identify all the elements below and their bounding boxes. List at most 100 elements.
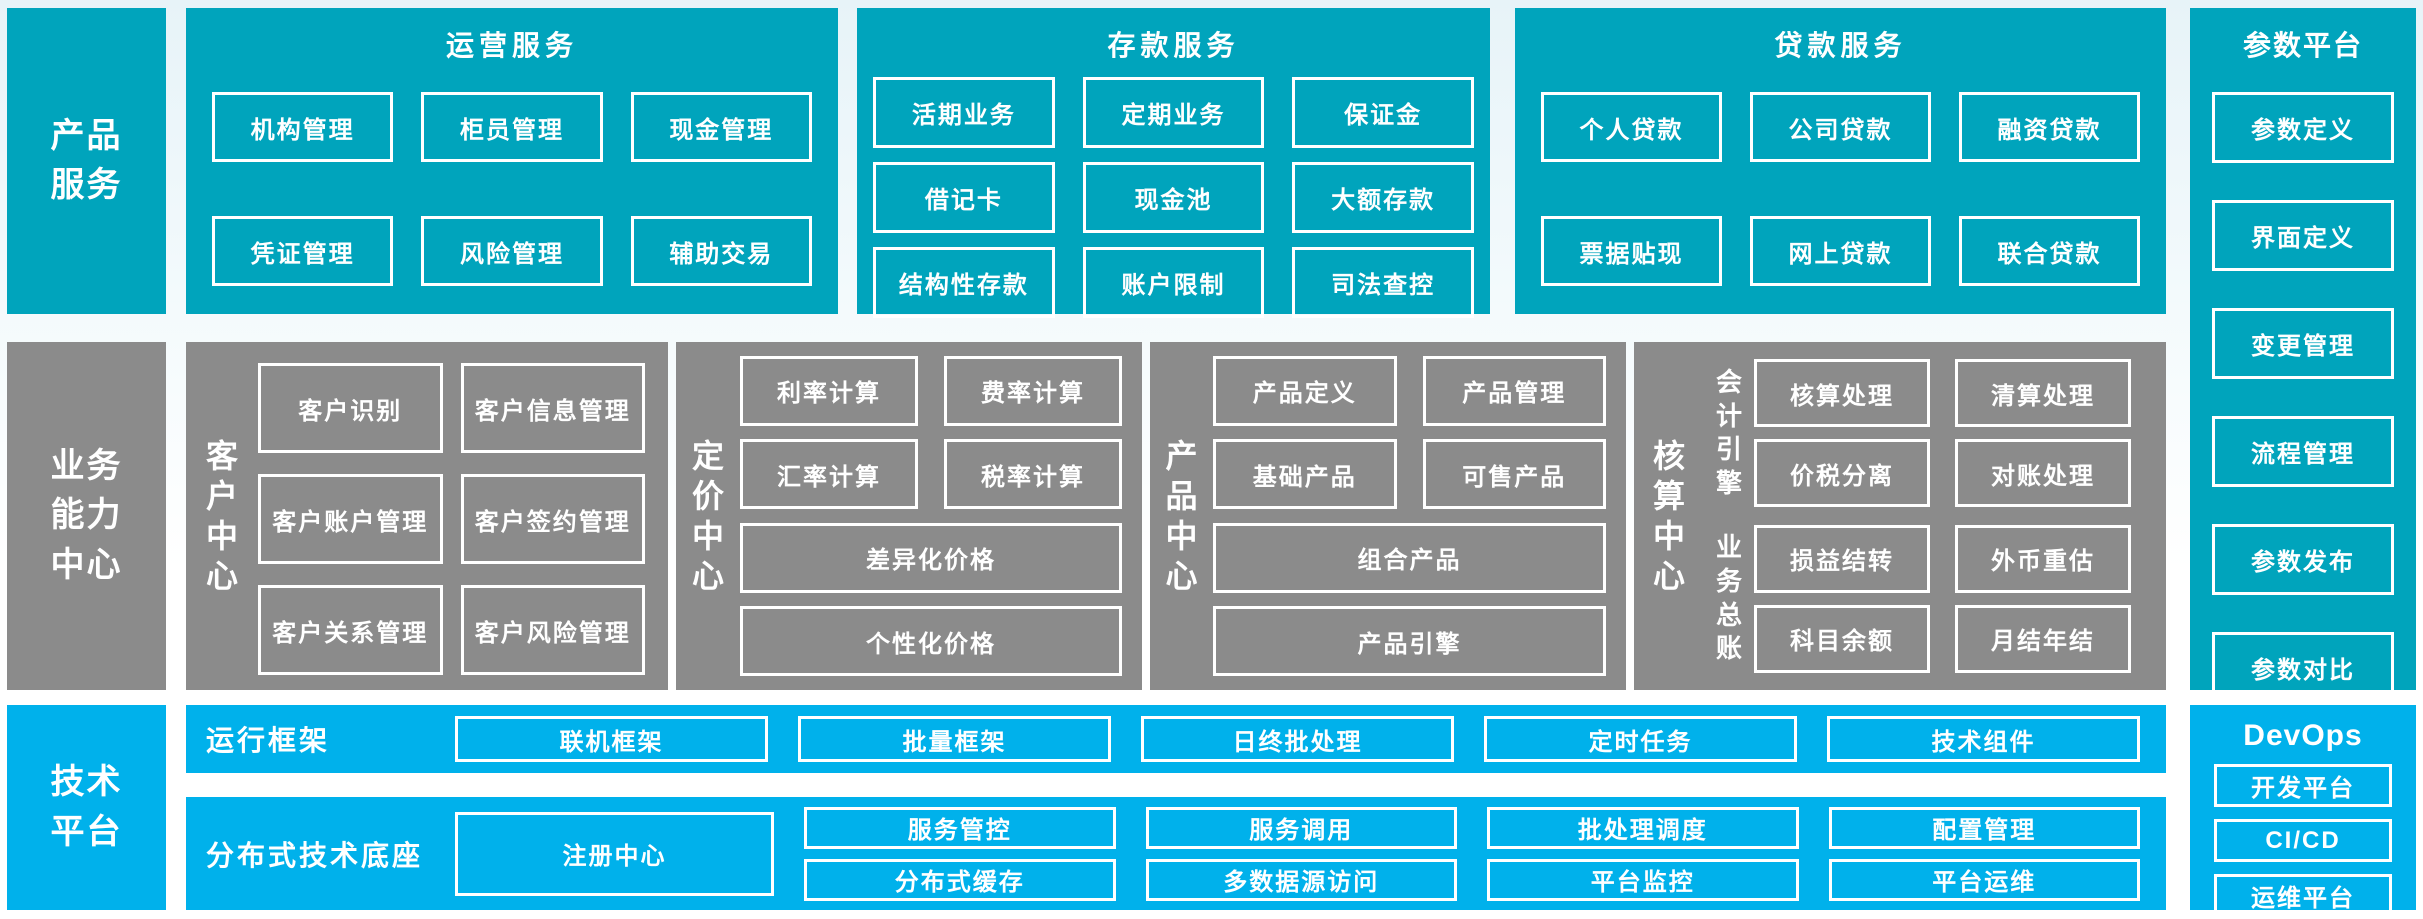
devops-list: 开发平台 CI/CD 运维平台	[2214, 764, 2392, 917]
diagram-node: 客户签约管理	[460, 474, 645, 564]
section-devops: DevOps 开发平台 CI/CD 运维平台	[2190, 705, 2416, 917]
section-title: 运营服务	[445, 30, 578, 61]
diagram-node: 辅助交易	[630, 216, 812, 286]
diagram-node: 借记卡	[873, 162, 1055, 233]
rail-tech-platform: 技术 平台	[7, 705, 166, 910]
diagram-node: 配置管理	[1828, 806, 2140, 849]
business-ledger-label: 业 务 总 账	[1715, 532, 1742, 664]
diagram-node: 对账处理	[1955, 439, 2131, 508]
deposit-grid: 活期业务 定期业务 保证金 借记卡 现金池 大额存款 结构性存款 账户限制 司法…	[873, 77, 1474, 318]
diagram-node: 利率计算	[740, 355, 918, 426]
diagram-node: 外币重估	[1955, 524, 2131, 593]
diagram-node: 科目余额	[1754, 604, 1930, 673]
diagram-node: 客户账户管理	[258, 474, 443, 564]
accounting-stack: 会 计 引 擎 核算处理 清算处理 价税分离 对账处理 业 务 总 账 损益结转…	[1704, 342, 2131, 690]
diagram-node: 账户限制	[1082, 247, 1265, 318]
center-pricing-label: 定 价 中 心	[691, 438, 724, 594]
diagram-node: 参数对比	[2212, 632, 2394, 703]
diagram-node: 保证金	[1292, 77, 1474, 148]
section-operations-services: 运营服务 机构管理 柜员管理 现金管理 凭证管理 风险管理 辅助交易	[186, 8, 838, 314]
diagram-node: 开发平台	[2214, 764, 2392, 807]
center-customer-label: 客 户 中 心	[205, 438, 238, 594]
diagram-node: 费率计算	[944, 355, 1122, 426]
diagram-node: 风险管理	[421, 216, 603, 286]
diagram-node: 批量框架	[798, 716, 1111, 762]
diagram-node: 参数定义	[2212, 92, 2394, 163]
diagram-node: 司法查控	[1292, 247, 1474, 318]
rail-tech-platform-label: 技术 平台	[50, 763, 123, 851]
diagram-node: 服务调用	[1145, 806, 1457, 849]
diagram-node: 平台运维	[1828, 858, 2140, 901]
center-customer: 客 户 中 心 客户识别 客户信息管理 客户账户管理 客户签约管理 客户关系管理…	[186, 342, 668, 690]
devops-title: DevOps	[2243, 719, 2363, 752]
rail-business-capability-center: 业务 能力 中心	[7, 342, 166, 690]
diagram-node: 现金池	[1082, 162, 1265, 233]
distributed-grid: 服务管控 服务调用 批处理调度 配置管理 分布式缓存 多数据源访问 平台监控 平…	[804, 806, 2140, 901]
diagram-node: 凭证管理	[212, 216, 394, 286]
customer-grid: 客户识别 客户信息管理 客户账户管理 客户签约管理 客户关系管理 客户风险管理	[258, 363, 645, 690]
diagram-node: 客户识别	[258, 363, 443, 453]
diagram-node: 批处理调度	[1487, 806, 1799, 849]
diagram-node: 变更管理	[2212, 308, 2394, 379]
diagram-node: 柜员管理	[421, 92, 603, 162]
diagram-node: 多数据源访问	[1145, 858, 1457, 901]
section-title: 存款服务	[1107, 30, 1240, 61]
diagram-node: 公司贷款	[1750, 92, 1931, 162]
diagram-node: 客户信息管理	[460, 363, 645, 453]
runtime-boxes: 联机框架 批量框架 日终批处理 定时任务 技术组件	[455, 716, 2140, 762]
section-loan-services: 贷款服务 个人贷款 公司贷款 融资贷款 票据贴现 网上贷款 联合贷款	[1515, 8, 2166, 314]
diagram-node: 平台监控	[1487, 858, 1799, 901]
row-runtime-framework: 运行框架 联机框架 批量框架 日终批处理 定时任务 技术组件	[186, 705, 2166, 773]
diagram-node: 个性化价格	[740, 606, 1122, 677]
row-distributed-base: 分布式技术底座 注册中心 服务管控 服务调用 批处理调度 配置管理 分布式缓存 …	[186, 797, 2166, 910]
operations-grid: 机构管理 柜员管理 现金管理 凭证管理 风险管理 辅助交易	[212, 92, 812, 286]
distributed-base-label: 分布式技术底座	[206, 839, 424, 871]
diagram-node: 技术组件	[1827, 716, 2140, 762]
diagram-node: 界面定义	[2212, 200, 2394, 271]
diagram-node: 融资贷款	[1959, 92, 2140, 162]
registry-center-node: 注册中心	[455, 811, 774, 896]
center-pricing: 定 价 中 心 利率计算 费率计算 汇率计算 税率计算 差异化价格 个性化价格	[676, 342, 1142, 690]
diagram-node: 产品定义	[1213, 355, 1397, 426]
runtime-framework-label: 运行框架	[206, 725, 331, 756]
business-ledger-group: 业 务 总 账 损益结转 外币重估 科目余额 月结年结	[1704, 524, 2131, 673]
section-title: 贷款服务	[1774, 30, 1907, 61]
center-product: 产 品 中 心 产品定义 产品管理 基础产品 可售产品 组合产品 产品引擎	[1150, 342, 1626, 690]
diagram-node: 差异化价格	[740, 522, 1122, 593]
section-title: 参数平台	[2242, 30, 2363, 61]
diagram-node: 客户风险管理	[460, 585, 645, 675]
section-parameter-platform: 参数平台 参数定义 界面定义 变更管理 流程管理 参数发布 参数对比	[2190, 8, 2416, 703]
diagram-node: 可售产品	[1422, 439, 1606, 510]
diagram-node: 日终批处理	[1141, 716, 1454, 762]
diagram-node: 税率计算	[944, 439, 1122, 510]
accounting-engine-label: 会 计 引 擎	[1715, 366, 1742, 499]
diagram-node: 产品管理	[1422, 355, 1606, 426]
center-accounting: 核 算 中 心 会 计 引 擎 核算处理 清算处理 价税分离 对账处理 业 务 …	[1634, 342, 2166, 690]
diagram-node: 基础产品	[1213, 439, 1397, 510]
diagram-node: CI/CD	[2214, 819, 2392, 862]
diagram-node: 运维平台	[2214, 874, 2392, 917]
diagram-node: 定时任务	[1484, 716, 1797, 762]
diagram-node: 服务管控	[804, 806, 1116, 849]
diagram-node: 定期业务	[1082, 77, 1265, 148]
diagram-node: 结构性存款	[873, 247, 1055, 318]
diagram-node: 联合贷款	[1959, 216, 2140, 286]
pricing-stack: 利率计算 费率计算 汇率计算 税率计算 差异化价格 个性化价格	[740, 342, 1122, 690]
diagram-node: 网上贷款	[1750, 216, 1931, 286]
rail-product-services: 产品 服务	[7, 8, 166, 314]
diagram-node: 汇率计算	[740, 439, 918, 510]
diagram-node: 损益结转	[1754, 524, 1930, 593]
center-product-label: 产 品 中 心	[1165, 438, 1198, 594]
rail-business-capability-label: 业务 能力 中心	[50, 447, 123, 584]
diagram-node: 组合产品	[1213, 522, 1606, 593]
diagram-node: 核算处理	[1754, 359, 1930, 428]
diagram-node: 流程管理	[2212, 416, 2394, 487]
diagram-node: 月结年结	[1955, 604, 2131, 673]
rail-product-services-label: 产品 服务	[50, 116, 123, 204]
diagram-node: 现金管理	[630, 92, 812, 162]
diagram-node: 参数发布	[2212, 524, 2394, 595]
diagram-node: 价税分离	[1754, 439, 1930, 508]
diagram-node: 清算处理	[1955, 359, 2131, 428]
diagram-node: 客户关系管理	[258, 585, 443, 675]
